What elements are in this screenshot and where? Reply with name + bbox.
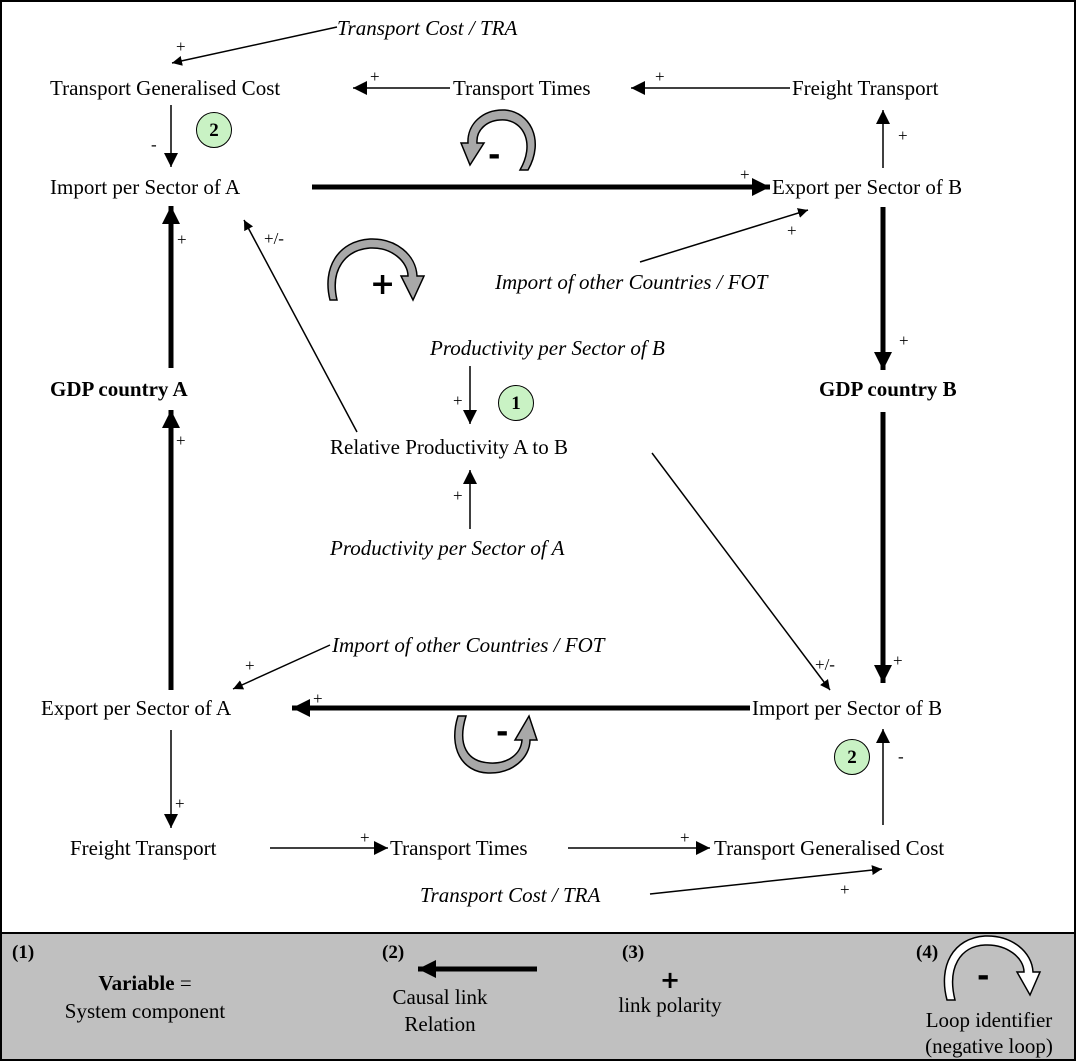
node-transport-cost-tra-bottom: Transport Cost / TRA	[420, 883, 601, 907]
sign-cost-to-tgc-top: +	[176, 37, 186, 56]
legend-variable-word: Variable	[98, 971, 175, 995]
sign-tt-to-tgc-bottom: +	[680, 828, 690, 847]
legend-item4-line1: Loop identifier	[925, 1008, 1053, 1032]
loop-arrow-top	[459, 109, 537, 171]
sign-tt-to-tgc-top: +	[370, 67, 380, 86]
legend-item2-line1: Causal link	[392, 985, 488, 1009]
legend-item2-line2: Relation	[404, 1012, 476, 1036]
link-rel-to-import-a	[243, 219, 358, 433]
link-rel-to-import-b	[651, 452, 831, 691]
node-freight-transport-top: Freight Transport	[792, 76, 939, 100]
sign-gdp-b-to-import-b: +	[893, 651, 903, 670]
legend-item3-sign: +	[659, 966, 681, 994]
loop-sign-bottom: -	[496, 715, 509, 750]
legend-loop-arrow	[943, 935, 1042, 1001]
sign-tgc-to-import-b: -	[898, 747, 904, 766]
badge-center: 1	[498, 385, 534, 421]
sign-ft-to-tt-top: +	[655, 67, 665, 86]
node-import-per-sector-b: Import per Sector of B	[752, 696, 943, 720]
sign-rel-to-import-b: +/-	[815, 655, 835, 674]
sign-ft-to-tt-bottom: +	[360, 828, 370, 847]
loop-sign-middle: +	[370, 267, 396, 302]
legend-item4-sign: -	[977, 959, 990, 994]
badge-top: 2	[196, 112, 232, 148]
sign-export-b-to-ft: +	[898, 126, 908, 145]
legend-item4-line2: (negative loop)	[925, 1034, 1053, 1058]
link-other-to-export-b	[639, 208, 809, 263]
badge-bottom: 2	[834, 739, 870, 775]
node-productivity-sector-a: Productivity per Sector of A	[330, 536, 565, 560]
sign-export-b-to-gdp-b: +	[899, 331, 909, 350]
loop-arrow-bottom	[454, 714, 539, 774]
link-cost-to-tgc-top	[171, 26, 338, 66]
legend-item1-number: (1)	[12, 942, 35, 963]
node-transport-times-bottom: Transport Times	[390, 836, 528, 860]
sign-rel-to-import-a: +/-	[264, 229, 284, 248]
node-export-per-sector-a: Export per Sector of A	[41, 696, 232, 720]
sign-import-a-to-export-b: +	[740, 165, 750, 184]
legend-variable-equals: =	[174, 971, 192, 995]
node-transport-generalised-cost-top: Transport Generalised Cost	[50, 76, 281, 100]
sign-prod-b-to-rel: +	[453, 391, 463, 410]
node-transport-times-top: Transport Times	[453, 76, 591, 100]
legend-item4-number: (4)	[916, 942, 939, 963]
node-productivity-sector-b: Productivity per Sector of B	[430, 336, 665, 360]
node-gdp-country-b: GDP country B	[819, 377, 957, 401]
node-export-per-sector-b: Export per Sector of B	[772, 175, 963, 199]
sign-export-a-to-gdp-a: +	[176, 431, 186, 450]
sign-tgc-to-import-a: -	[151, 135, 157, 154]
legend-item1-line2: System component	[64, 999, 226, 1023]
sign-gdp-a-to-import-a: +	[177, 230, 187, 249]
loop-arrow-middle	[327, 238, 426, 302]
sign-other-to-export-b: +	[787, 221, 797, 240]
node-relative-productivity: Relative Productivity A to B	[330, 435, 568, 459]
sign-export-a-to-ft: +	[175, 794, 185, 813]
sign-other-to-export-a: +	[245, 656, 255, 675]
legend-item3-text: link polarity	[618, 993, 722, 1017]
node-gdp-country-a: GDP country A	[50, 377, 188, 401]
sign-cost-to-tgc-bottom: +	[840, 880, 850, 899]
legend-panel	[0, 932, 1076, 1061]
legend-item2-number: (2)	[382, 942, 405, 963]
node-import-other-countries-top: Import of other Countries / FOT	[495, 270, 768, 294]
node-transport-generalised-cost-bottom: Transport Generalised Cost	[714, 836, 945, 860]
loop-sign-top: -	[488, 138, 501, 173]
node-transport-cost-tra-top: Transport Cost / TRA	[337, 16, 518, 40]
link-cost-to-tgc-bottom	[649, 865, 883, 895]
sign-prod-a-to-rel: +	[453, 486, 463, 505]
node-freight-transport-bottom: Freight Transport	[70, 836, 217, 860]
node-import-other-countries-bottom: Import of other Countries / FOT	[332, 633, 605, 657]
legend-item1-line1: Variable =	[40, 971, 250, 995]
link-other-to-export-a	[232, 644, 331, 690]
sign-import-b-to-export-a: +	[313, 689, 323, 708]
legend-item3-number: (3)	[622, 942, 645, 963]
node-import-per-sector-a: Import per Sector of A	[50, 175, 241, 199]
